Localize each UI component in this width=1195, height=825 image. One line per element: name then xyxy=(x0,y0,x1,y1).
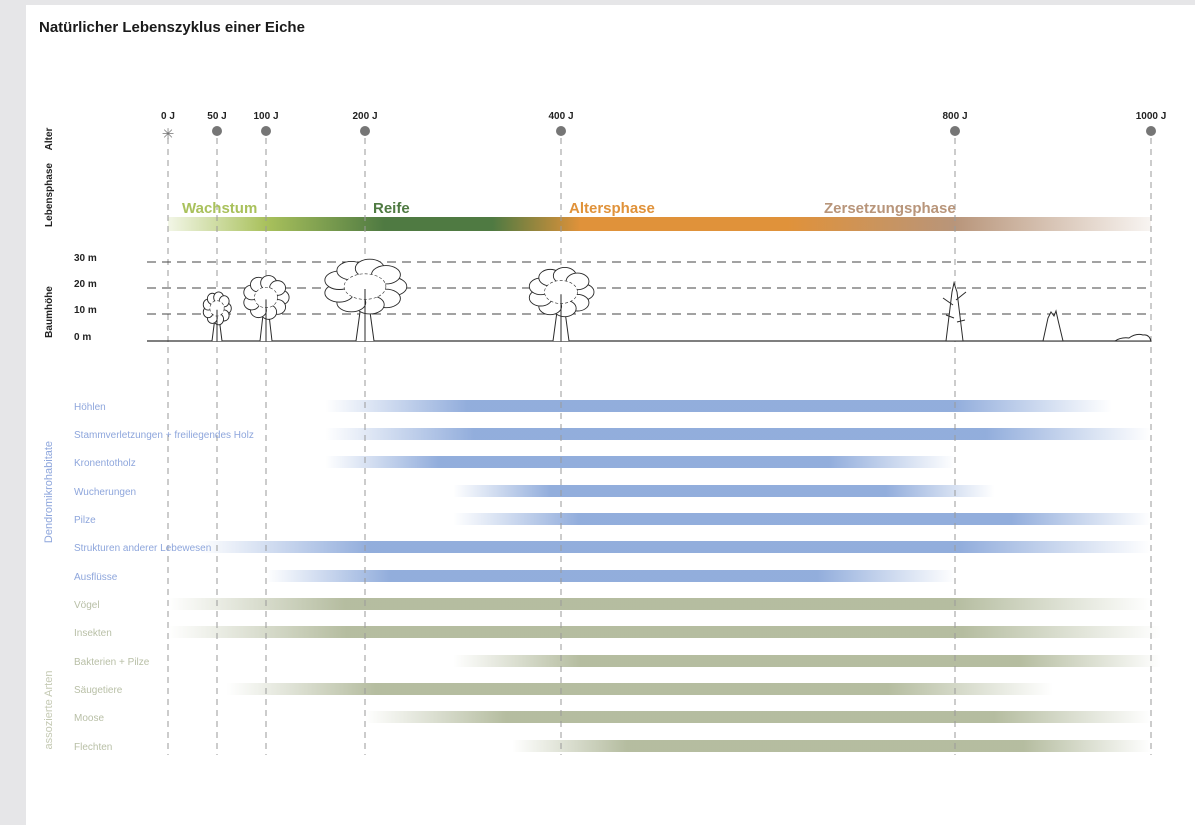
height-label: 0 m xyxy=(74,332,91,343)
bar-habitats xyxy=(453,485,995,497)
age-label: 400 J xyxy=(548,111,573,122)
young-tree-icon xyxy=(202,291,232,342)
height-label: 20 m xyxy=(74,279,97,290)
bar-habitats xyxy=(197,541,1151,553)
bars-layer xyxy=(168,217,1161,752)
phase-bar xyxy=(168,217,1151,231)
bar-species xyxy=(453,655,1161,667)
age-label: 50 J xyxy=(207,111,226,122)
axis-label-alter: Alter xyxy=(44,128,55,151)
age-dot xyxy=(261,126,271,136)
row-label-species: Insekten xyxy=(74,628,112,639)
age-label: 100 J xyxy=(253,111,278,122)
axis-label-baumhoehe: Baumhöhe xyxy=(44,286,55,338)
height-label: 10 m xyxy=(74,305,97,316)
phase-label-2: Reife xyxy=(373,200,410,217)
row-label-habitats: Ausflüsse xyxy=(74,572,118,583)
tree-layer xyxy=(202,258,1152,342)
bar-species xyxy=(365,711,1151,723)
row-label-habitats: Kronentotholz xyxy=(74,458,136,469)
age-dot xyxy=(212,126,222,136)
grid-layer xyxy=(147,138,1152,755)
height-label: 30 m xyxy=(74,253,97,264)
side-labels: Alter Lebensphase Baumhöhe Dendromikroha… xyxy=(43,128,55,750)
axis-label-assozierte-arten: assozierte Arten xyxy=(43,671,55,750)
snag-icon xyxy=(1042,309,1064,342)
row-label-species: Bakterien + Pilze xyxy=(74,657,150,668)
row-label-habitats: Höhlen xyxy=(74,402,106,413)
row-label-habitats: Wucherungen xyxy=(74,487,136,498)
age-label: 0 J xyxy=(161,111,175,122)
dead-tree-icon xyxy=(942,281,967,342)
old-tree-icon xyxy=(528,266,595,342)
age-label: 800 J xyxy=(942,111,967,122)
page-title: Natürlicher Lebenszyklus einer Eiche xyxy=(39,19,305,36)
phase-label-3: Altersphase xyxy=(569,200,655,217)
row-label-species: Moose xyxy=(74,713,104,724)
age-dot xyxy=(1146,126,1156,136)
bar-habitats xyxy=(325,456,955,468)
age-label: 200 J xyxy=(352,111,377,122)
bar-habitats xyxy=(325,400,1112,412)
log-remains-icon xyxy=(1113,333,1152,342)
row-label-habitats: Pilze xyxy=(74,515,96,526)
mature-tree-icon xyxy=(324,258,408,342)
row-label-species: Säugetiere xyxy=(74,685,123,696)
axis-label-lebensphase: Lebensphase xyxy=(44,163,55,227)
age-dot xyxy=(950,126,960,136)
bar-species xyxy=(168,626,1161,638)
bar-species xyxy=(512,740,1151,752)
bar-species xyxy=(226,683,1054,695)
row-label-species: Vögel xyxy=(74,600,100,611)
bar-habitats xyxy=(266,570,955,582)
star-icon: ✳ xyxy=(162,126,175,143)
age-label: 1000 J xyxy=(1136,111,1167,122)
bar-species xyxy=(168,598,1151,610)
phase-label-4: Zersetzungsphase xyxy=(824,200,956,217)
bar-habitats xyxy=(325,428,1151,440)
bar-habitats xyxy=(453,513,1151,525)
age-dot xyxy=(360,126,370,136)
row-label-habitats: Stammverletzungen + freiliegendes Holz xyxy=(74,430,254,441)
age-dot xyxy=(556,126,566,136)
small-tree-icon xyxy=(243,275,290,342)
row-label-species: Flechten xyxy=(74,742,112,753)
axis-label-dendromikrohabitate: Dendromikrohabitate xyxy=(43,441,55,543)
row-label-habitats: Strukturen anderer Lebewesen xyxy=(74,543,211,554)
label-layer: 0 J ✳ 50 J 100 J 200 J 400 J 800 J 1000 J Wachst… xyxy=(74,111,1166,753)
phase-label-1: Wachstum xyxy=(182,200,257,217)
